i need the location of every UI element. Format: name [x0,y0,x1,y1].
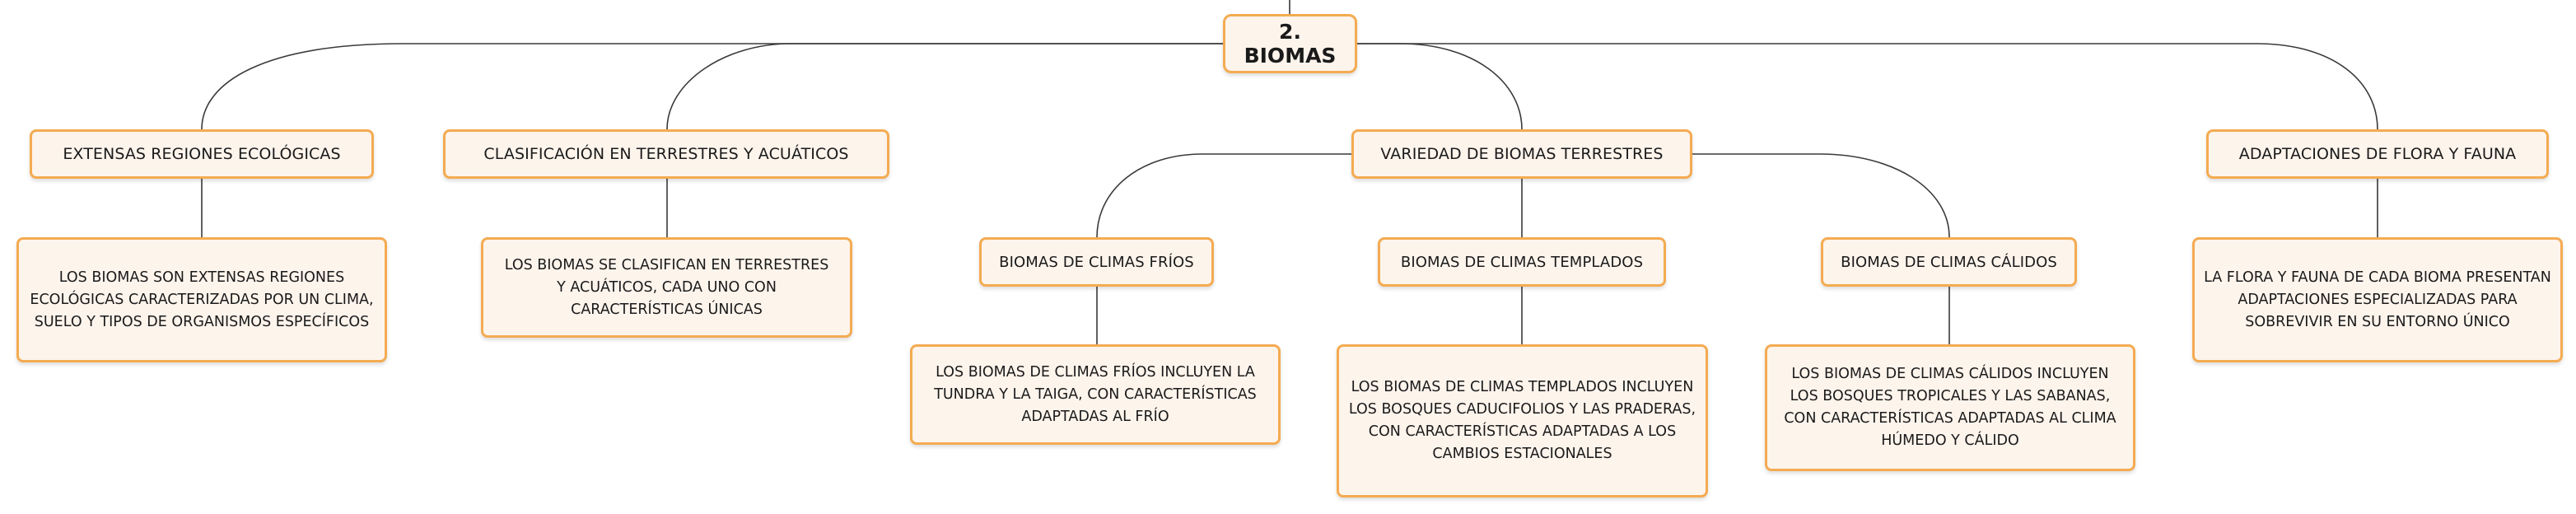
connector-branch-3-sub-1 [1096,153,1351,238]
topic-label: ADAPTACIONES DE FLORA Y FAUNA [2238,145,2517,163]
detail-climas-frios[interactable]: LOS BIOMAS DE CLIMAS FRÍOS INCLUYEN LA T… [910,344,1281,445]
detail-text: LA FLORA Y FAUNA DE CADA BIOMA PRESENTAN… [2204,269,2551,330]
subtopic-label: BIOMAS DE CLIMAS CÁLIDOS [1841,253,2057,271]
detail-clasificacion[interactable]: LOS BIOMAS SE CLASIFICAN EN TERRESTRES Y… [481,237,852,338]
subtopic-label: BIOMAS DE CLIMAS TEMPLADOS [1400,253,1644,271]
detail-adaptaciones[interactable]: LA FLORA Y FAUNA DE CADA BIOMA PRESENTAN… [2192,237,2563,362]
detail-text: LOS BIOMAS DE CLIMAS CÁLIDOS INCLUYEN LO… [1784,366,2116,449]
topic-label: CLASIFICACIÓN EN TERRESTRES Y ACUÁTICOS [483,145,849,163]
connector-root-branch-4 [1357,43,2378,130]
topic-label: EXTENSAS REGIONES ECOLÓGICAS [63,145,341,163]
root-label: 2. BIOMAS [1244,20,1337,68]
topic-variedad-biomas-terrestres[interactable]: VARIEDAD DE BIOMAS TERRESTRES [1351,129,1692,179]
detail-text: LOS BIOMAS SE CLASIFICAN EN TERRESTRES Y… [504,256,829,318]
subtopic-climas-calidos[interactable]: BIOMAS DE CLIMAS CÁLIDOS [1821,237,2077,287]
detail-climas-templados[interactable]: LOS BIOMAS DE CLIMAS TEMPLADOS INCLUYEN … [1337,344,1708,498]
topic-label: VARIEDAD DE BIOMAS TERRESTRES [1380,145,1664,163]
connector-root-branch-2 [666,43,1223,130]
topic-extensas-regiones[interactable]: EXTENSAS REGIONES ECOLÓGICAS [30,129,374,179]
connector-branch-3-sub-3 [1692,153,1950,238]
topic-adaptaciones[interactable]: ADAPTACIONES DE FLORA Y FAUNA [2206,129,2549,179]
detail-text: LOS BIOMAS DE CLIMAS TEMPLADOS INCLUYEN … [1348,379,1696,462]
topic-clasificacion[interactable]: CLASIFICACIÓN EN TERRESTRES Y ACUÁTICOS [443,129,889,179]
subtopic-label: BIOMAS DE CLIMAS FRÍOS [999,253,1194,271]
detail-text: LOS BIOMAS DE CLIMAS FRÍOS INCLUYEN LA T… [934,363,1257,425]
detail-text: LOS BIOMAS SON EXTENSAS REGIONES ECOLÓGI… [30,269,374,330]
subtopic-climas-frios[interactable]: BIOMAS DE CLIMAS FRÍOS [979,237,1214,287]
connector-root-branch-3 [1357,43,1523,130]
connector-root-branch-1 [201,43,1223,130]
detail-extensas-regiones[interactable]: LOS BIOMAS SON EXTENSAS REGIONES ECOLÓGI… [16,237,387,362]
root-node[interactable]: 2. BIOMAS [1223,14,1357,73]
subtopic-climas-templados[interactable]: BIOMAS DE CLIMAS TEMPLADOS [1378,237,1666,287]
detail-climas-calidos[interactable]: LOS BIOMAS DE CLIMAS CÁLIDOS INCLUYEN LO… [1765,344,2135,471]
